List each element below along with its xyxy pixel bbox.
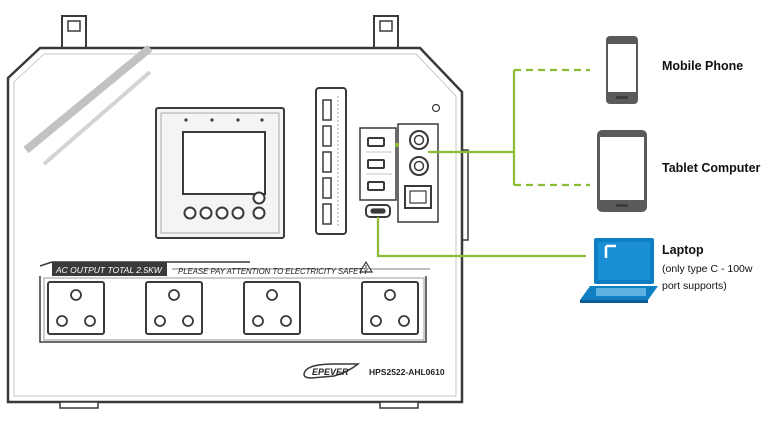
display-panel: [155, 107, 285, 239]
left-handle: [61, 15, 87, 48]
foot-left: [59, 401, 99, 409]
laptop-label: Laptop: [662, 243, 704, 257]
usb-c-to-laptop-line: [376, 217, 586, 258]
connector-lines: [376, 68, 590, 258]
foot-right: [379, 401, 419, 409]
ac-sockets: [47, 281, 419, 335]
ac-output-section: [39, 260, 430, 343]
decor-stripe: [23, 44, 153, 154]
ac-output-label: AC OUTPUT TOTAL 2.5KW: [55, 265, 163, 275]
panel-button[interactable]: [183, 206, 197, 220]
socket-hole: [370, 315, 382, 327]
ethernet-port: [404, 185, 432, 209]
panel-button[interactable]: [215, 206, 229, 220]
ac-socket[interactable]: [243, 281, 301, 335]
status-led: [394, 142, 400, 148]
socket-hole: [154, 315, 166, 327]
indicator-hole: [431, 103, 441, 113]
warning-label: PLEASE PAY ATTENTION TO ELECTRICITY SAFE…: [178, 267, 369, 276]
ac-socket[interactable]: [145, 281, 203, 335]
ac-socket[interactable]: [361, 281, 419, 335]
model-number: HPS2522-AHL0610: [369, 367, 445, 377]
usb-port: [367, 137, 385, 147]
brand-name: EPEVER: [312, 367, 349, 377]
socket-hole: [182, 315, 194, 327]
dc-port-panel: [394, 123, 439, 223]
panel-button[interactable]: [199, 206, 213, 220]
power-station: [6, 15, 469, 409]
socket-hole: [70, 289, 82, 301]
warning-triangle-icon: [358, 260, 374, 273]
panel-button[interactable]: [252, 191, 266, 205]
right-handle: [373, 15, 399, 48]
socket-hole: [168, 289, 180, 301]
socket-hole: [84, 315, 96, 327]
decor-stripe: [42, 70, 152, 166]
tablet-computer-label: Tablet Computer: [662, 161, 761, 175]
usb-port: [367, 181, 385, 191]
lcd-screen: [182, 131, 266, 195]
socket-hole: [266, 289, 278, 301]
tablet-icon: [597, 130, 647, 212]
brand-logo: [303, 363, 361, 379]
power-button[interactable]: [252, 206, 266, 220]
laptop-note-line2: port supports): [662, 280, 727, 292]
socket-hole: [280, 315, 292, 327]
socket-hole: [56, 315, 68, 327]
laptop-note-line1: (only type C - 100w: [662, 263, 753, 275]
socket-hole: [398, 315, 410, 327]
usb-port-panel: [359, 127, 397, 218]
phone-icon: [606, 36, 638, 104]
laptop-icon: [580, 238, 658, 303]
ac-socket[interactable]: [47, 281, 105, 335]
dc-output-port: [409, 130, 429, 150]
mobile-phone-label: Mobile Phone: [662, 59, 744, 73]
socket-hole: [384, 289, 396, 301]
panel-button[interactable]: [231, 206, 245, 220]
breaker-strip: [315, 87, 347, 235]
usb-port: [367, 159, 385, 169]
socket-hole: [252, 315, 264, 327]
dc-output-port: [409, 156, 429, 176]
